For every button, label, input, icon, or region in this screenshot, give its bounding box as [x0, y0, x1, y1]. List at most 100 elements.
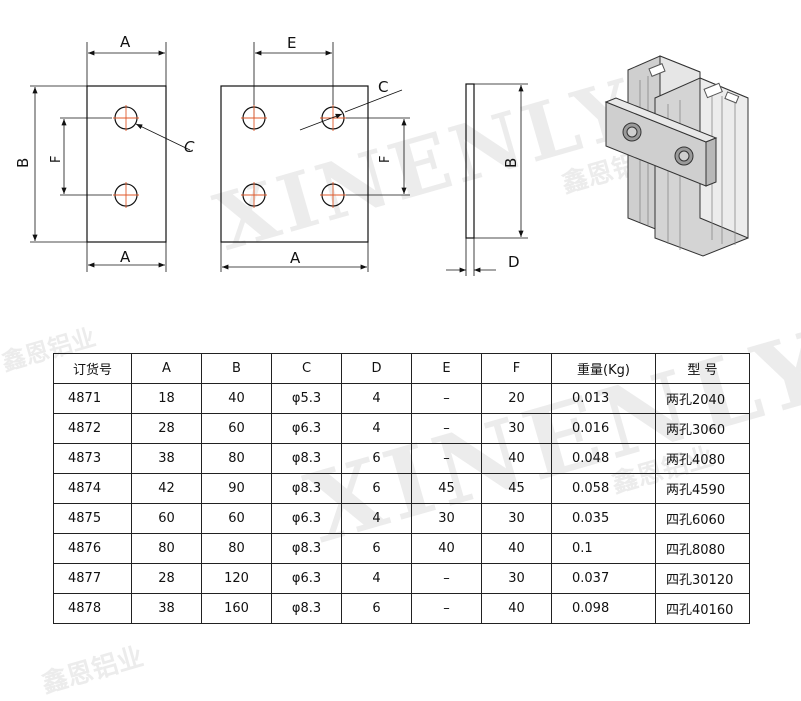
cell-weight: 0.098	[551, 593, 656, 624]
cell-order: 4871	[53, 383, 132, 414]
cell-weight: 0.037	[551, 563, 656, 594]
two-hole-plate-view	[30, 42, 191, 272]
dim-label-f: F	[49, 156, 64, 163]
cell-a: 38	[131, 443, 202, 474]
cell-a: 28	[131, 413, 202, 444]
dim-label-a-mid: A	[290, 249, 301, 267]
cell-model: 四孔40160	[655, 593, 750, 624]
cell-model: 两孔4080	[655, 443, 750, 474]
cell-order: 4873	[53, 443, 132, 474]
technical-drawings: A A B F C E A F C	[14, 33, 749, 276]
cell-e: 30	[411, 503, 482, 534]
four-hole-plate-view	[220, 42, 410, 272]
cell-f: 40	[481, 443, 552, 474]
cell-order: 4878	[53, 593, 132, 624]
cell-d: 4	[341, 413, 412, 444]
cell-e: –	[411, 563, 482, 594]
cell-model: 四孔6060	[655, 503, 750, 534]
cell-a: 38	[131, 593, 202, 624]
dim-label-b: B	[14, 158, 32, 168]
header-model: 型 号	[655, 353, 750, 384]
cell-f: 30	[481, 503, 552, 534]
cell-d: 6	[341, 593, 412, 624]
cell-f: 45	[481, 473, 552, 504]
dim-label-b-side: B	[502, 158, 520, 168]
cell-f: 30	[481, 563, 552, 594]
cell-e: 40	[411, 533, 482, 564]
plate-outline	[86, 85, 167, 243]
cell-d: 4	[341, 383, 412, 414]
cell-b: 60	[201, 503, 272, 534]
cell-d: 6	[341, 533, 412, 564]
cell-b: 80	[201, 443, 272, 474]
cell-order: 4877	[53, 563, 132, 594]
plate-outline	[220, 85, 369, 243]
cell-weight: 0.016	[551, 413, 656, 444]
watermark-cn: 鑫恩铝业	[38, 642, 147, 700]
cell-b: 40	[201, 383, 272, 414]
cell-e: –	[411, 383, 482, 414]
header-order-no: 订货号	[53, 353, 132, 384]
cell-a: 60	[131, 503, 202, 534]
cell-weight: 0.048	[551, 443, 656, 474]
dim-label-c: C	[184, 138, 195, 156]
cell-d: 4	[341, 563, 412, 594]
cell-c: φ8.3	[271, 473, 342, 504]
cell-c: φ6.3	[271, 563, 342, 594]
cell-model: 四孔30120	[655, 563, 750, 594]
cell-e: 45	[411, 473, 482, 504]
cell-weight: 0.035	[551, 503, 656, 534]
cell-c: φ8.3	[271, 593, 342, 624]
cell-model: 两孔3060	[655, 413, 750, 444]
cell-c: φ6.3	[271, 413, 342, 444]
cell-f: 40	[481, 593, 552, 624]
dim-label-c-mid: C	[378, 78, 388, 96]
header-b: B	[201, 353, 272, 384]
cell-a: 28	[131, 563, 202, 594]
header-a: A	[131, 353, 202, 384]
hole-centerlines	[113, 105, 139, 208]
cell-order: 4872	[53, 413, 132, 444]
cell-b: 80	[201, 533, 272, 564]
cell-d: 4	[341, 503, 412, 534]
header-e: E	[411, 353, 482, 384]
cell-b: 60	[201, 413, 272, 444]
cell-d: 6	[341, 473, 412, 504]
header-weight: 重量(Kg)	[551, 353, 656, 384]
dim-label-a-bottom: A	[120, 248, 131, 266]
cell-e: –	[411, 413, 482, 444]
cell-a: 80	[131, 533, 202, 564]
cell-b: 120	[201, 563, 272, 594]
cell-d: 6	[341, 443, 412, 474]
cell-a: 42	[131, 473, 202, 504]
plate-side-outline	[465, 83, 475, 239]
header-c: C	[271, 353, 342, 384]
cell-c: φ6.3	[271, 503, 342, 534]
isometric-profile-illustration	[604, 55, 749, 257]
cell-weight: 0.1	[551, 533, 656, 564]
dim-label-d: D	[508, 253, 520, 271]
header-d: D	[341, 353, 412, 384]
cell-weight: 0.013	[551, 383, 656, 414]
cell-order: 4876	[53, 533, 132, 564]
cell-model: 两孔2040	[655, 383, 750, 414]
cell-e: –	[411, 593, 482, 624]
cell-order: 4874	[53, 473, 132, 504]
cell-f: 40	[481, 533, 552, 564]
dim-label-e: E	[287, 34, 296, 52]
side-view	[446, 83, 528, 276]
cell-order: 4875	[53, 503, 132, 534]
cell-c: φ8.3	[271, 443, 342, 474]
cell-b: 160	[201, 593, 272, 624]
dim-label-a-top: A	[120, 33, 131, 51]
cell-e: –	[411, 443, 482, 474]
cell-c: φ5.3	[271, 383, 342, 414]
